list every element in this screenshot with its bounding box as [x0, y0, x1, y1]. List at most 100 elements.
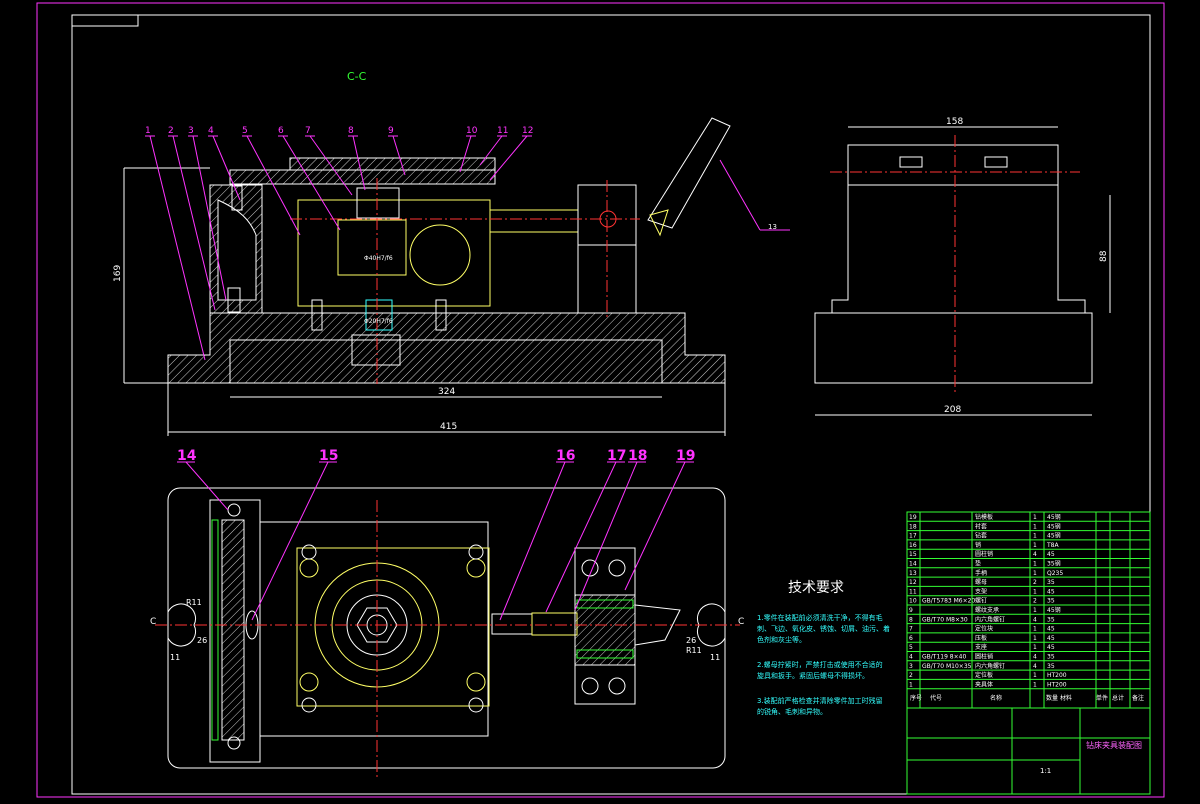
bom-cell: 4	[1033, 551, 1037, 558]
leader-top-8	[352, 135, 366, 191]
leaders-plan	[177, 461, 694, 621]
label-top-7: 7	[305, 126, 311, 136]
leader-plan-17	[545, 461, 617, 613]
bom-header: 总计	[1112, 694, 1124, 702]
label-top-8: 8	[348, 126, 354, 136]
bom-cell: 35	[1047, 663, 1055, 670]
bom-cell: 4	[1033, 663, 1037, 670]
dim-158: 158	[946, 117, 963, 127]
bom-cell: 8	[909, 616, 913, 623]
tech-items: 1.零件在装配前必须清洗干净，不得有毛刺、飞边、氧化皮、锈蚀、切屑、油污、着色剂…	[757, 613, 890, 716]
label-plan-16: 16	[556, 448, 575, 464]
side-view: 158 88 208	[814, 117, 1111, 416]
tech-item-1: 1.零件在装配前必须清洗干净，不得有毛	[757, 613, 883, 622]
handle-tip	[649, 209, 669, 237]
bom-cell: GB/T70 M10×35	[922, 663, 972, 670]
leader-plan-15	[251, 461, 329, 621]
bom-cell: 35	[1047, 616, 1055, 623]
bom-cell: 钻模板	[975, 513, 993, 521]
side-nut-right	[984, 156, 1008, 168]
leader-top-5	[246, 135, 301, 236]
bom-cell: 4	[909, 654, 913, 661]
tech-item-2: 2.螺母拧紧时，严禁打击或使用不合适的	[757, 660, 883, 669]
plan-square	[296, 547, 490, 707]
bom-cell: HT200	[1047, 672, 1067, 679]
scale-value: 1:1	[1040, 767, 1051, 775]
r11-right: R11	[686, 646, 702, 655]
bom-cell: 17	[909, 533, 917, 540]
bom-cell: 35	[1047, 579, 1055, 586]
side-base	[814, 312, 1093, 384]
label-top-12: 12	[522, 126, 533, 136]
leader-plan-16	[499, 461, 566, 621]
bom-frame	[906, 511, 1151, 709]
bom-cell: 5	[909, 644, 913, 651]
plan-bolt-7	[301, 697, 317, 713]
plan-rod	[491, 613, 533, 635]
label-top-5: 5	[242, 126, 248, 136]
leaders-top	[145, 135, 532, 361]
bom-header: 材料	[1060, 694, 1072, 702]
bom-cell: 35钢	[1047, 560, 1061, 568]
side-nut-left	[899, 156, 923, 168]
c-right: C	[738, 617, 744, 627]
bom-cell: 1	[1033, 588, 1037, 595]
bom-cell: 2	[909, 672, 913, 679]
label-top-9: 9	[388, 126, 394, 136]
bom-cell: 45	[1047, 551, 1055, 558]
drawing-title: 钻床夹具装配图	[1086, 740, 1142, 750]
plan-rod-yel	[531, 612, 578, 636]
bom-cell: 9	[909, 607, 913, 614]
screw-c	[311, 299, 323, 331]
bom-cell: 1	[1033, 635, 1037, 642]
bom-cell: 45钢	[1047, 532, 1061, 540]
tech-item-1: 色剂和灰尘等。	[757, 635, 806, 644]
bom-cell: 定位板	[975, 671, 993, 679]
section-label: C-C	[347, 70, 367, 83]
plan-clamp-bolt-4	[608, 677, 626, 695]
top-plate-edge	[289, 157, 496, 171]
label-plan-17: 17	[607, 448, 626, 464]
bom-cell: 16	[909, 542, 917, 549]
center-ring	[409, 224, 471, 286]
bom-cell: 45	[1047, 588, 1055, 595]
bom-cell: 手柄	[975, 569, 987, 577]
center-sleeve	[337, 219, 407, 276]
plan-inner-plate	[259, 521, 489, 737]
bom-cell: 支座	[975, 643, 987, 651]
label-plan-15: 15	[319, 448, 338, 464]
tech-item-2: 旋具和扳手。紧固后螺母不得损坏。	[757, 671, 869, 680]
dim-169: 169	[113, 265, 123, 282]
bom-cell: 45钢	[1047, 606, 1061, 614]
bom-cell: 螺钉	[975, 597, 987, 605]
bom-cell: 1	[1033, 570, 1037, 577]
plan-clamp-bolt-1	[581, 559, 599, 577]
bom-cell: 螺纹支承	[975, 606, 999, 614]
label-plan-19: 19	[676, 448, 695, 464]
center-pin	[365, 299, 393, 331]
plan-bolt-1	[299, 558, 319, 578]
bom-cell: 1	[1033, 672, 1037, 679]
d26-right: 26	[686, 636, 696, 645]
slot-left	[167, 603, 197, 647]
plan-clamp-hatch	[574, 594, 636, 666]
dim-88: 88	[1099, 250, 1109, 262]
outer-frame	[36, 2, 1165, 798]
leader-plan-14	[185, 461, 229, 511]
bom-cell: GB/T119 8×40	[922, 654, 966, 661]
label-top-11: 11	[497, 126, 508, 136]
screw-b	[227, 287, 241, 313]
plan-bolt-2	[466, 558, 486, 578]
bom-header: 备注	[1132, 694, 1144, 702]
plan-screw-bottom	[227, 736, 241, 750]
leader-top-10	[459, 135, 472, 173]
bom-cell: GB/T5783 M6×20	[922, 598, 975, 605]
bom-cell: 1	[1033, 681, 1037, 688]
inner-frame	[71, 14, 1151, 795]
plan-left-hatch	[221, 519, 245, 741]
plan-bolt-6	[468, 544, 484, 560]
bom-cell: 4	[1033, 616, 1037, 623]
bom-cell: 14	[909, 561, 917, 568]
